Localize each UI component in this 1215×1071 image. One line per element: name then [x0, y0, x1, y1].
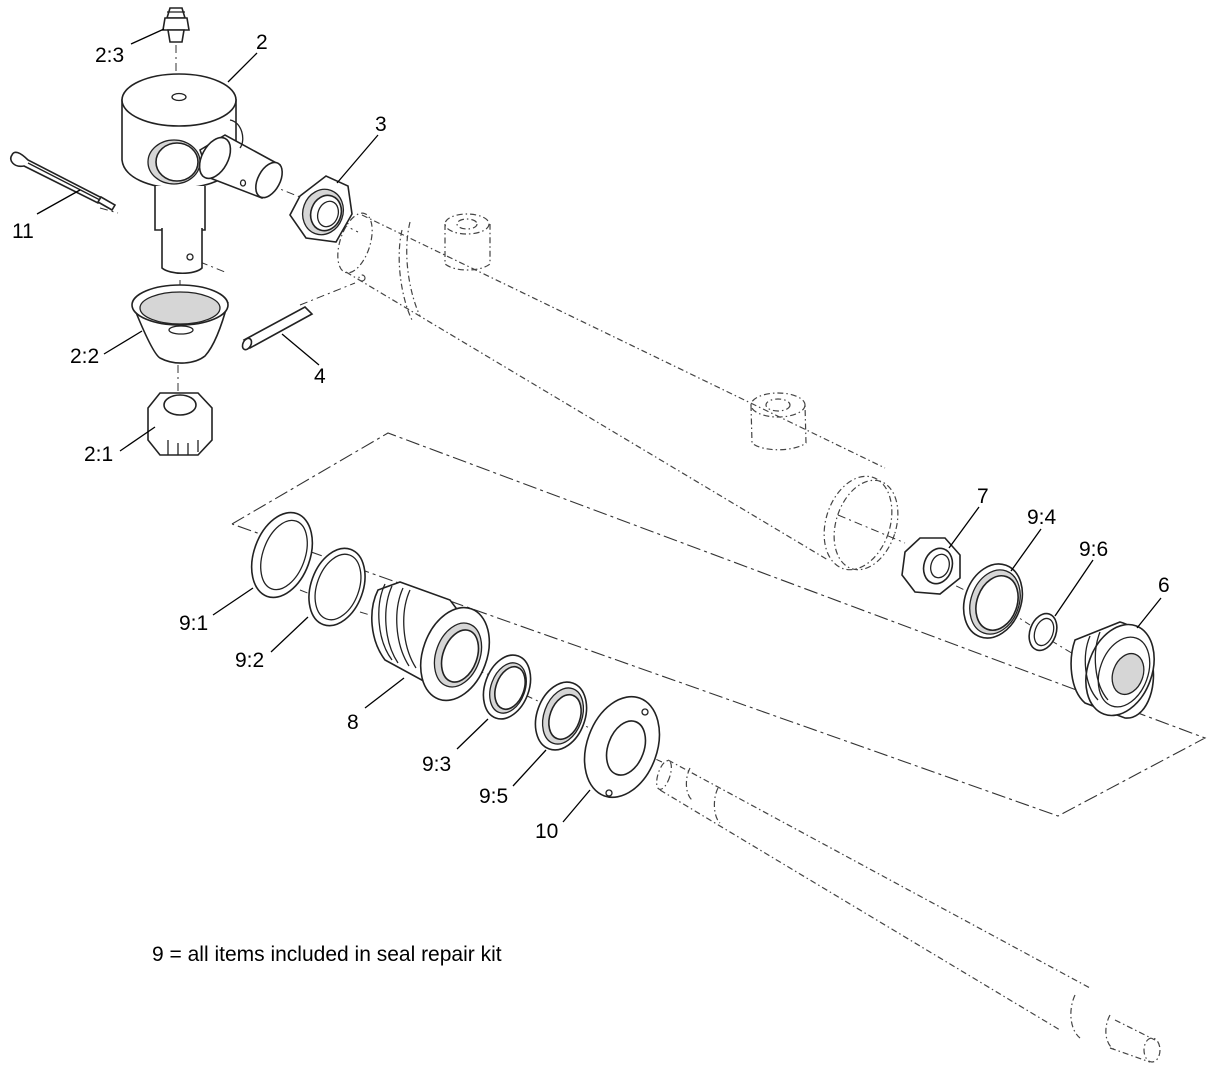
callout-9-2: 9:2: [235, 649, 264, 672]
callout-7: 7: [977, 485, 989, 508]
callouts: 2:3 2 3 11 4 2:2 2:1 7 9:4 9:6 6 9:1 9:2…: [12, 31, 1170, 843]
kit-boundary: [231, 432, 1207, 817]
leader-lines: [36, 28, 1162, 823]
piston: [1070, 621, 1155, 719]
cylinder-barrel: [337, 212, 899, 571]
grease-fitting: [162, 7, 190, 43]
callout-9-5: 9:5: [479, 785, 508, 808]
dust-boot: [131, 284, 229, 364]
ball-joint-housing: [121, 73, 283, 275]
washer-9-1: [250, 511, 314, 599]
callout-4: 4: [314, 365, 326, 388]
callout-9-6: 9:6: [1079, 538, 1108, 561]
piston-nut: [901, 537, 961, 595]
cylinder-rod: [656, 759, 1161, 1063]
kit-note: 9 = all items included in seal repair ki…: [152, 943, 502, 966]
rod-gland: [371, 581, 491, 702]
callout-9-3: 9:3: [422, 753, 451, 776]
cotter-pin: [9, 151, 117, 212]
seal-9-3: [482, 654, 532, 720]
collar-10: [583, 695, 661, 799]
callout-9-1: 9:1: [179, 612, 208, 635]
wiper-9-5: [534, 681, 588, 751]
seal-ring-9-4: [962, 563, 1024, 639]
castle-nut: [147, 392, 213, 456]
callout-2-2: 2:2: [70, 345, 99, 368]
callout-11: 11: [12, 220, 34, 243]
o-ring-9-6: [1028, 612, 1058, 652]
callout-2-1: 2:1: [84, 443, 113, 466]
callout-10: 10: [535, 820, 558, 843]
roll-pin: [241, 306, 314, 351]
callout-8: 8: [347, 711, 359, 734]
callout-9-4: 9:4: [1027, 506, 1057, 529]
jam-nut: [289, 175, 353, 243]
callout-3: 3: [375, 113, 387, 136]
ring-9-2: [308, 547, 366, 627]
callout-6: 6: [1158, 574, 1170, 597]
callout-2: 2: [256, 31, 268, 54]
callout-2-3: 2:3: [95, 44, 124, 67]
